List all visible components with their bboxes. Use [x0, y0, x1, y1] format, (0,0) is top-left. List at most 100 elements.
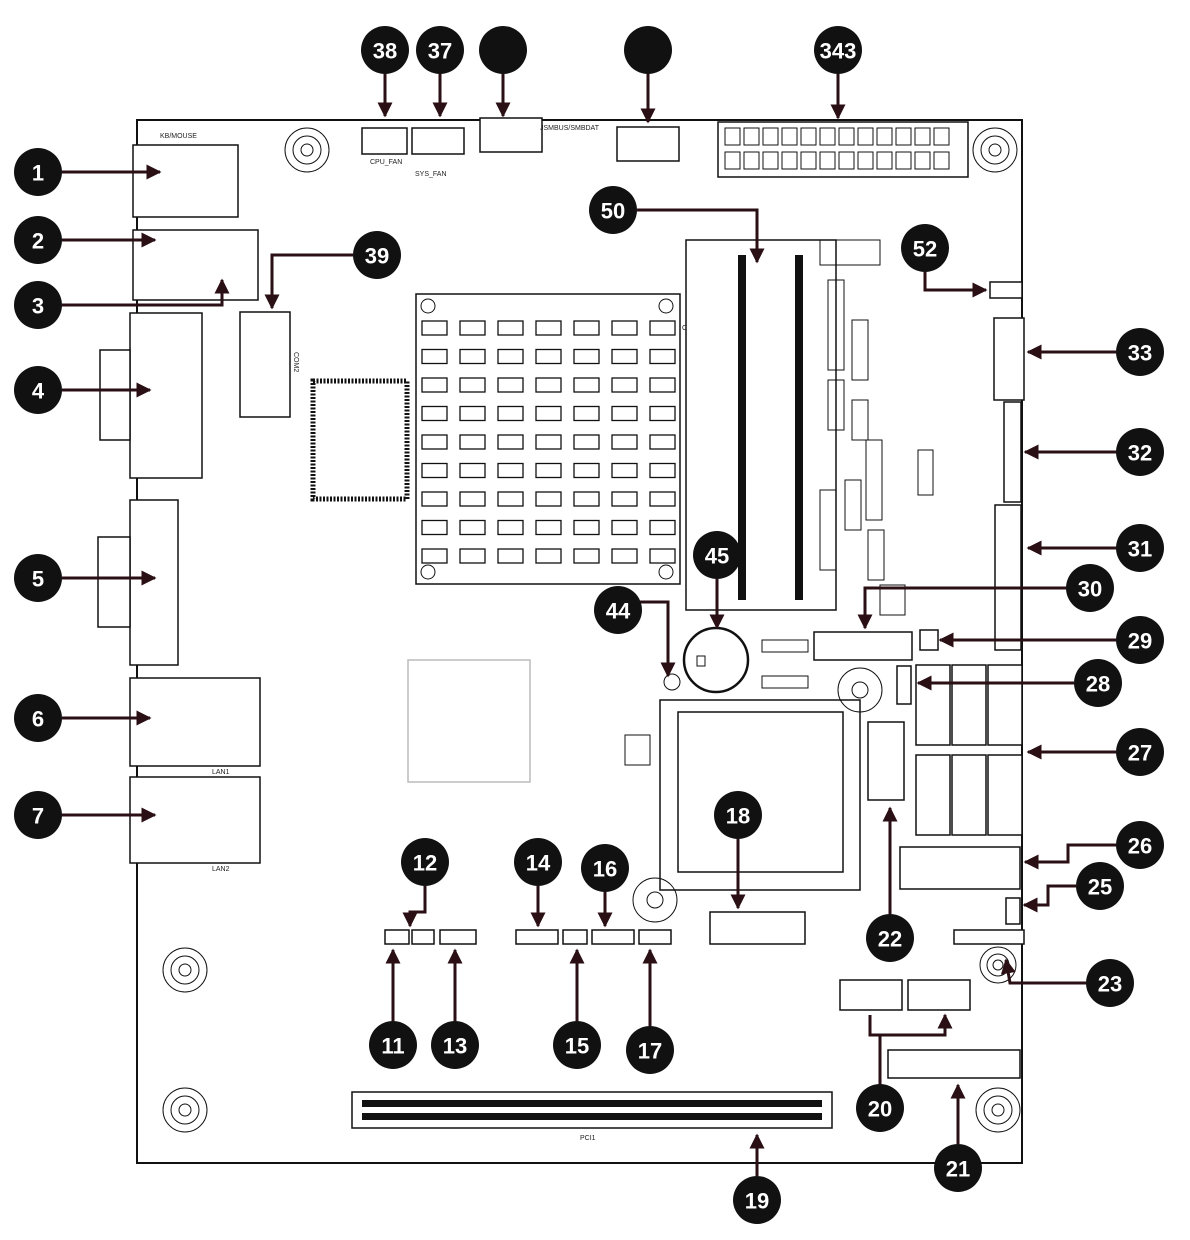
battery — [682, 626, 750, 694]
heatsink-fin — [421, 548, 448, 564]
callout-23: 23 — [1086, 959, 1134, 1007]
top-pin-header — [616, 126, 680, 162]
callout-2: 2 — [14, 216, 62, 264]
heatsink-fin — [573, 462, 600, 479]
svg-text:14: 14 — [526, 851, 551, 876]
leader-line — [868, 1015, 945, 1084]
heatsink-fin — [573, 405, 600, 422]
usb-header-1 — [839, 979, 903, 1011]
callout-52: 52 — [901, 224, 949, 272]
svg-text:1: 1 — [32, 161, 44, 186]
bottom-jumpers — [384, 929, 672, 945]
smbus-label: JSMBUS/SMBDAT — [540, 125, 600, 132]
heatsink-fin — [573, 434, 600, 450]
sys-fan-label: SYS_FAN — [415, 171, 447, 178]
atx-power-connector — [717, 121, 969, 178]
heatsink-fin — [649, 548, 676, 564]
heatsink-fin — [497, 519, 524, 536]
callout-32: 32 — [1116, 428, 1164, 476]
blank-chip — [407, 659, 531, 783]
heatsink-fin — [459, 548, 486, 564]
kb-mouse-label: KB/MOUSE — [160, 133, 197, 140]
heatsink-fin — [535, 519, 562, 536]
heatsink-fin — [649, 491, 676, 507]
heatsink-fin — [649, 348, 676, 365]
heatsink-fin — [573, 491, 600, 507]
chipset-heatsink — [632, 667, 883, 923]
jumper-vertical — [896, 665, 912, 705]
svg-text:22: 22 — [878, 927, 902, 952]
heatsink-fin — [497, 348, 524, 365]
callout-21: 21 — [934, 1144, 982, 1192]
cpu-fan-label: CPU_FAN — [370, 159, 402, 166]
svg-text:37: 37 — [428, 39, 452, 64]
heatsink-fin — [535, 462, 562, 479]
svg-text:23: 23 — [1098, 972, 1122, 997]
cpu-fan-header — [361, 127, 408, 155]
heatsink-fin — [421, 320, 448, 336]
heatsink-fin — [497, 434, 524, 450]
heatsink-fin — [611, 434, 638, 450]
usb-header-2 — [907, 979, 971, 1011]
callouts: 1234567111213141516171819202122232526272… — [14, 26, 1164, 1224]
com2-label: COM2 — [292, 352, 299, 372]
callout-14: 14 — [514, 838, 562, 886]
heatsink-fin — [421, 348, 448, 365]
callout-17: 17 — [626, 1026, 674, 1074]
jumper-header-row — [813, 631, 913, 661]
svg-text:4: 4 — [32, 379, 45, 404]
heatsink-fin — [421, 434, 448, 450]
svg-text:45: 45 — [705, 544, 729, 569]
callout-343: 343 — [814, 26, 862, 74]
callout-39: 39 — [353, 231, 401, 279]
callout-16: 16 — [581, 844, 629, 892]
heatsink-fin — [459, 320, 486, 336]
callout-12: 12 — [401, 838, 449, 886]
mounting-holes — [162, 127, 1021, 1133]
heatsink-fin — [573, 377, 600, 393]
heatsink-fin — [535, 548, 562, 564]
svg-text:6: 6 — [32, 707, 44, 732]
heatsink-fin — [459, 491, 486, 507]
svg-text:28: 28 — [1086, 672, 1110, 697]
callout-19: 19 — [733, 1176, 781, 1224]
leader-line — [1023, 843, 1116, 870]
leader-line — [857, 586, 1066, 630]
svg-text:7: 7 — [32, 804, 44, 829]
callout-31: 31 — [1116, 524, 1164, 572]
heatsink-fin — [611, 405, 638, 422]
heatsink-fin — [497, 491, 524, 507]
pci-label: PCI1 — [580, 1135, 596, 1142]
heatsink-fin — [535, 348, 562, 365]
callout-5: 5 — [14, 554, 62, 602]
jumper-top-right — [989, 281, 1023, 299]
svg-text:19: 19 — [745, 1189, 769, 1214]
callout-15: 15 — [553, 1021, 601, 1069]
callout-45: 45 — [693, 531, 741, 579]
callout-33: 33 — [1116, 328, 1164, 376]
svg-text:15: 15 — [565, 1034, 589, 1059]
power-connector-4pin — [899, 846, 1021, 890]
com1-port — [129, 499, 179, 666]
svg-text:18: 18 — [726, 804, 750, 829]
callout-25: 25 — [1076, 862, 1124, 910]
callout-27: 27 — [1116, 728, 1164, 776]
svg-text:27: 27 — [1128, 741, 1152, 766]
callout-50: 50 — [589, 186, 637, 234]
heatsink-fin — [459, 434, 486, 450]
heatsink-fin — [573, 519, 600, 536]
lan1-port — [129, 677, 261, 767]
chipset-header — [709, 911, 806, 945]
svg-text:33: 33 — [1128, 341, 1152, 366]
heatsink-fin — [611, 348, 638, 365]
svg-text:39: 39 — [365, 244, 389, 269]
svg-text:25: 25 — [1088, 875, 1112, 900]
callout-unlabeled-38 — [624, 26, 672, 74]
heatsink-fin — [421, 405, 448, 422]
heatsink-fin — [573, 548, 600, 564]
heatsink-fin — [649, 320, 676, 336]
svg-text:2: 2 — [32, 229, 44, 254]
ps2-port — [132, 144, 239, 218]
callout-37: 37 — [416, 26, 464, 74]
